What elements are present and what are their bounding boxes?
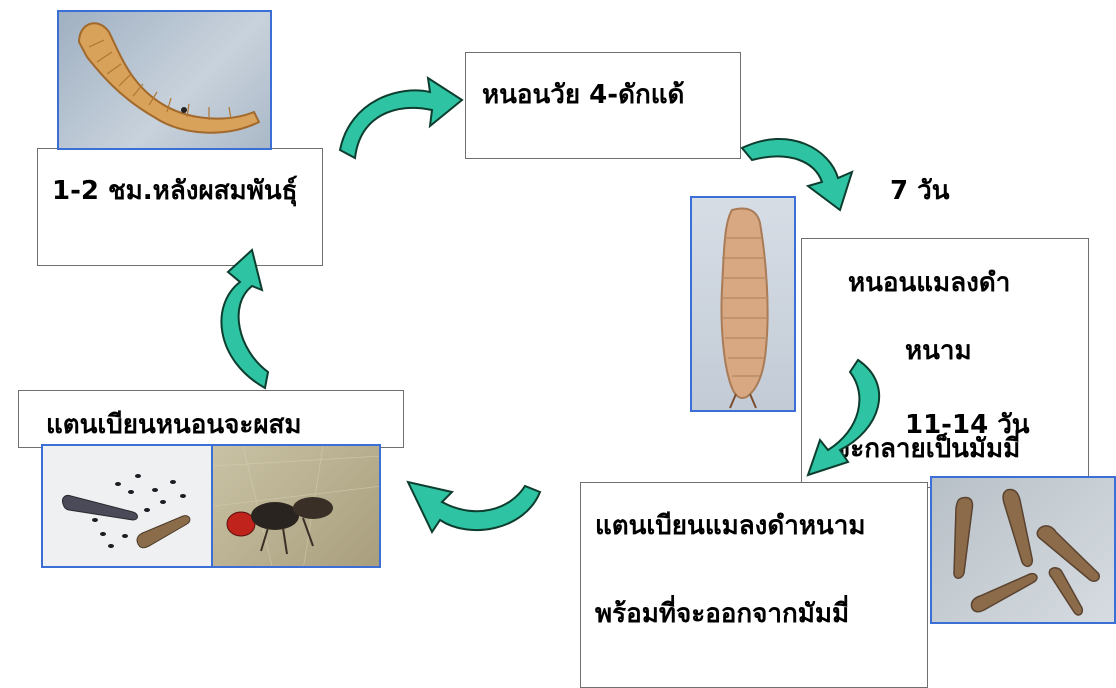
arrow-larva-pupa-to-mummy [742, 139, 852, 210]
arrow-mummy-to-emerge [808, 360, 879, 475]
arrow-emerge-to-mating [408, 482, 540, 532]
arrow-mating-to-after-mating [221, 250, 268, 388]
arrow-after-mating-to-larva-pupa [340, 78, 462, 158]
